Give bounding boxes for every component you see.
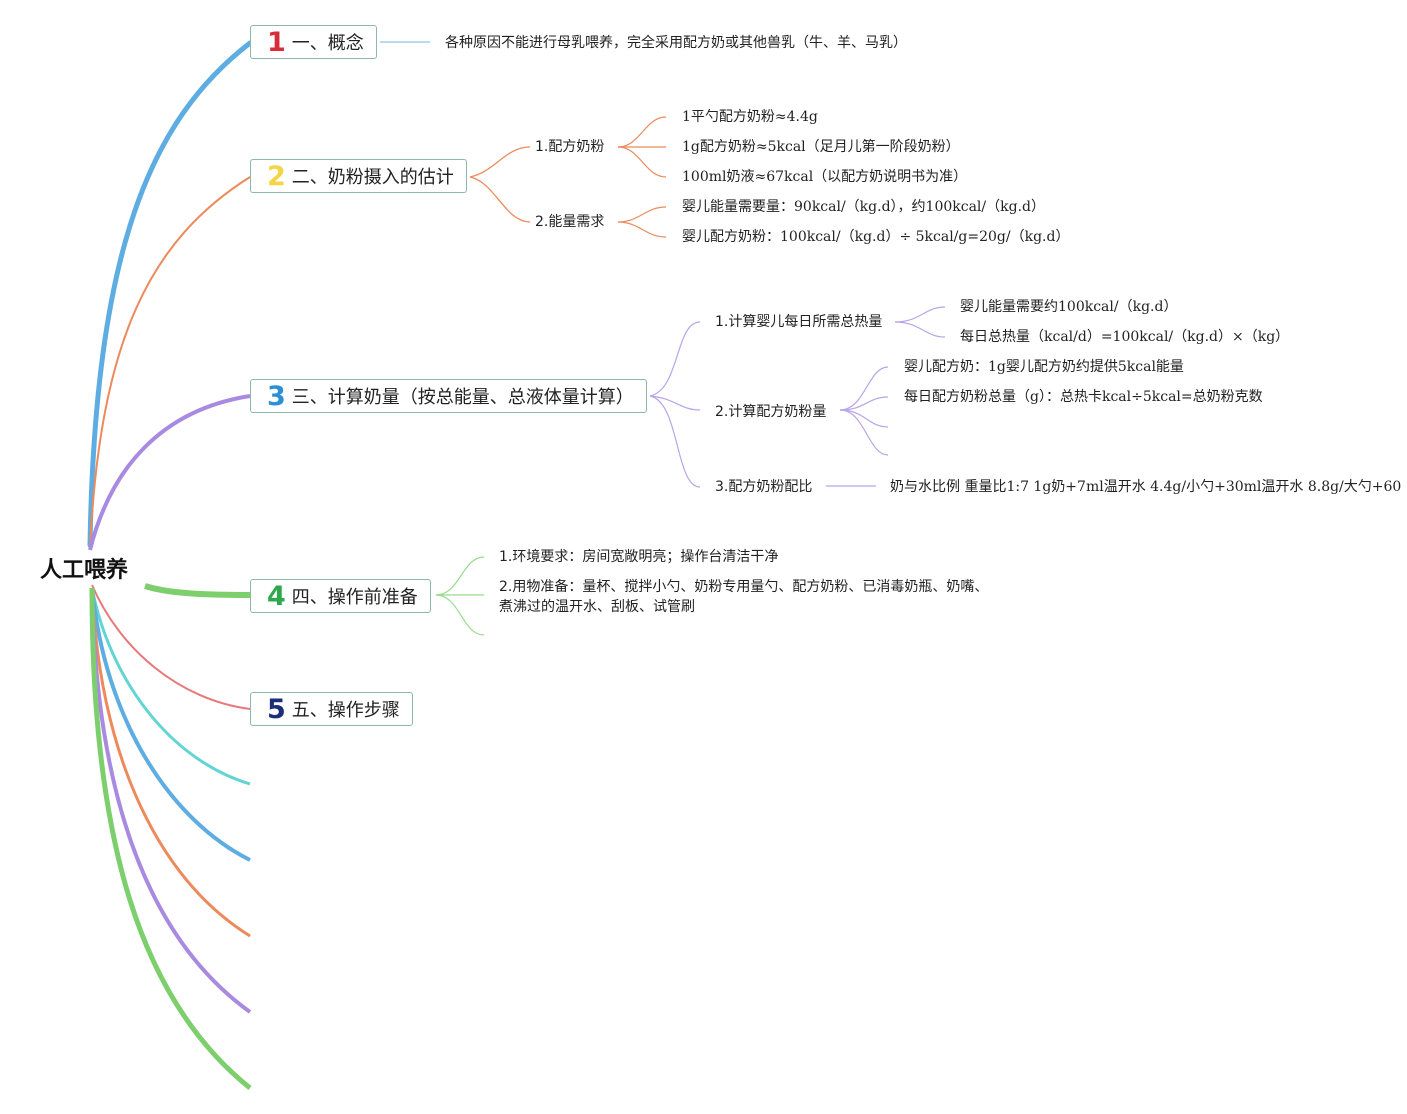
number-two-icon: 2 [267,160,286,192]
branch-steps[interactable]: 5 五、操作步骤 [250,692,413,726]
link-empty-2 [90,587,251,862]
branch-prep[interactable]: 4 四、操作前准备 [250,579,431,613]
link-estimate [89,176,251,549]
branch-label: 五、操作步骤 [291,700,400,721]
link-empty-4 [90,587,252,1014]
concept-text[interactable]: 各种原因不能进行母乳喂养，完全采用配方奶或其他兽乳（牛、羊、马乳） [445,35,907,51]
estimate-formula-item[interactable]: 1g配方奶粉≈5kcal（足月儿第一阶段奶粉） [682,139,960,155]
number-four-icon: 4 [267,580,286,612]
branch-concept[interactable]: 1 一、概念 [250,25,377,59]
link-concept [87,40,253,548]
calc-ratio-text[interactable]: 奶与水比例 重量比1:7 1g奶+7ml温开水 4.4g/小勺+30ml温开水 … [890,479,1402,495]
number-one-icon: 1 [267,26,286,58]
root-topic[interactable]: 人工喂养 [40,558,129,583]
prep-item[interactable]: 1.环境要求：房间宽敞明亮；操作台清洁干净 [499,549,779,565]
estimate-formula-label[interactable]: 1.配方奶粉 [535,139,605,155]
calc-powder-item[interactable]: 婴儿配方奶：1g婴儿配方奶约提供5kcal能量 [904,359,1184,375]
link-empty-3 [90,587,251,938]
branch-estimate[interactable]: 2 二、奶粉摄入的估计 [250,159,467,193]
link-prep [144,583,251,598]
calc-total-label[interactable]: 1.计算婴儿每日所需总热量 [715,314,883,330]
link-empty-1 [90,587,251,786]
calc-total-item[interactable]: 婴儿能量需要约100kcal/（kg.d） [960,299,1178,315]
calc-ratio-label[interactable]: 3.配方奶粉配比 [715,479,813,495]
calc-total-item[interactable]: 每日总热量（kcal/d）=100kcal/（kg.d）×（kg） [960,329,1290,345]
branch-calc[interactable]: 3 三、计算奶量（按总能量、总液体量计算） [250,379,647,413]
calc-powder-label[interactable]: 2.计算配方奶粉量 [715,404,827,420]
estimate-energy-item[interactable]: 婴儿能量需要量：90kcal/（kg.d），约100kcal/（kg.d） [682,199,1045,215]
estimate-energy-label[interactable]: 2.能量需求 [535,214,605,230]
prep-item[interactable]: 煮沸过的温开水、刮板、试管刷 [499,599,695,615]
estimate-energy-item[interactable]: 婴儿配方奶粉：100kcal/（kg.d）÷ 5kcal/g=20g/（kg.d… [682,229,1070,245]
branch-label: 二、奶粉摄入的估计 [291,167,454,188]
branch-label: 四、操作前准备 [291,587,418,608]
estimate-formula-item[interactable]: 1平勺配方奶粉≈4.4g [682,109,818,125]
link-calc [88,394,251,551]
branch-label: 三、计算奶量（按总能量、总液体量计算） [291,387,634,408]
estimate-formula-item[interactable]: 100ml奶液≈67kcal（以配方奶说明书为准） [682,169,968,185]
link-steps [91,584,251,710]
branch-label: 一、概念 [291,33,364,54]
number-five-icon: 5 [267,693,286,725]
number-three-icon: 3 [267,380,286,412]
prep-item[interactable]: 2.用物准备：量杯、搅拌小勺、奶粉专用量勺、配方奶粉、已消毒奶瓶、奶嘴、 [499,579,989,595]
link-empty-5 [89,587,252,1090]
calc-powder-item[interactable]: 每日配方奶粉总量（g）：总热卡kcal÷5kcal=总奶粉克数 [904,389,1263,405]
